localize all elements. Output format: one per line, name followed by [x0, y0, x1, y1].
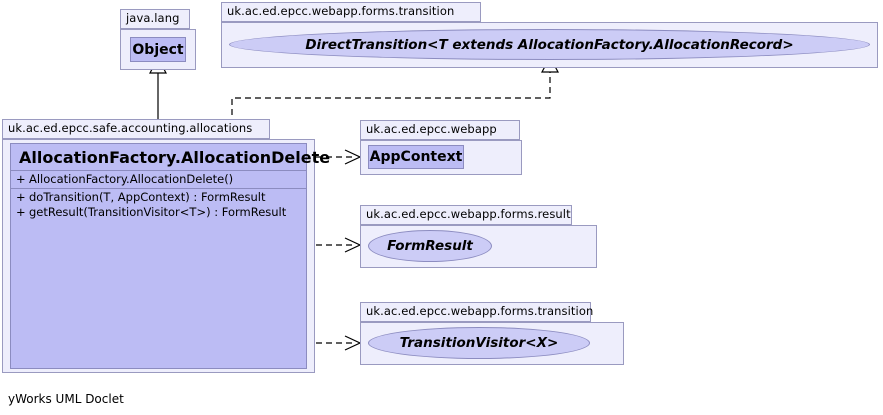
member-signature: getResult(TransitionVisitor<T>) : FormRe…	[29, 205, 287, 219]
package-tab-allocations: uk.ac.ed.epcc.safe.accounting.allocation…	[2, 119, 270, 139]
member-row: +getResult(TransitionVisitor<T>) : FormR…	[11, 205, 306, 220]
class-name-separator	[11, 170, 306, 171]
member-visibility: +	[16, 205, 26, 219]
interface-transition-visitor[interactable]: TransitionVisitor<X>	[368, 327, 590, 359]
member-row: +doTransition(T, AppContext) : FormResul…	[11, 190, 306, 205]
member-signature: AllocationFactory.AllocationDelete()	[29, 172, 234, 186]
member-visibility: +	[16, 172, 26, 186]
dependency-formresult-edge	[316, 237, 362, 253]
member-signature: doTransition(T, AppContext) : FormResult	[29, 190, 266, 204]
member-visibility: +	[16, 190, 26, 204]
class-allocation-delete-members: +AllocationFactory.AllocationDelete() +d…	[11, 171, 306, 222]
class-member-separator	[11, 188, 306, 189]
interface-form-result[interactable]: FormResult	[368, 230, 492, 262]
class-object[interactable]: Object	[130, 37, 186, 62]
package-tab-webapp: uk.ac.ed.epcc.webapp	[360, 120, 520, 140]
package-tab-forms-transition-top: uk.ac.ed.epcc.webapp.forms.transition	[221, 2, 481, 22]
member-row: +AllocationFactory.AllocationDelete()	[11, 172, 306, 187]
package-tab-java-lang: java.lang	[120, 9, 190, 29]
package-tab-forms-result: uk.ac.ed.epcc.webapp.forms.result	[360, 205, 572, 225]
class-appcontext[interactable]: AppContext	[368, 145, 464, 169]
footer-label: yWorks UML Doclet	[8, 392, 124, 406]
dependency-transitionvisitor-edge	[316, 335, 362, 351]
class-allocation-delete[interactable]: AllocationFactory.AllocationDelete +Allo…	[10, 143, 331, 369]
interface-direct-transition[interactable]: DirectTransition<T extends AllocationFac…	[229, 29, 870, 60]
package-tab-forms-transition-bottom: uk.ac.ed.epcc.webapp.forms.transition	[360, 302, 593, 322]
class-allocation-delete-name: AllocationFactory.AllocationDelete	[19, 147, 331, 167]
